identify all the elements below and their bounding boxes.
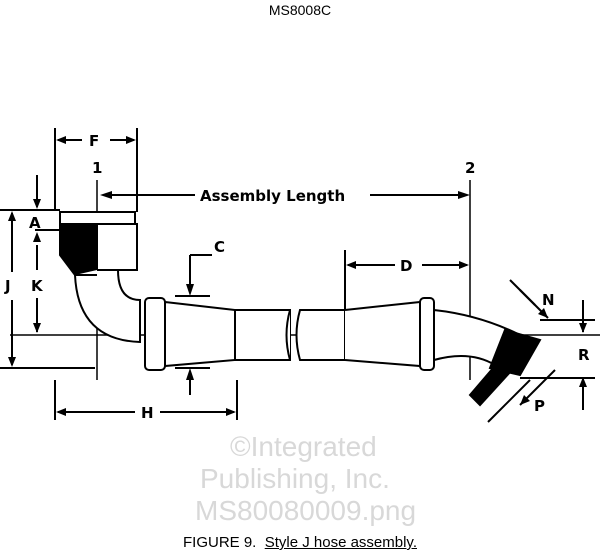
figure-caption: FIGURE 9. Style J hose assembly.: [0, 534, 600, 551]
caption-title: Style J hose assembly.: [264, 534, 417, 551]
svg-text:MS80080009.png: MS80080009.png: [195, 495, 416, 526]
caption-number: FIGURE 9.: [183, 534, 257, 551]
svg-text:K: K: [31, 277, 44, 295]
svg-text:Publishing, Inc.: Publishing, Inc.: [200, 463, 390, 494]
svg-text:©Integrated: ©Integrated: [230, 431, 377, 462]
svg-text:C: C: [214, 238, 225, 256]
svg-text:1: 1: [92, 159, 102, 177]
svg-text:A: A: [29, 214, 41, 232]
dimension-labels: F 1 Assembly Length 2 A J K C D N R P H: [4, 132, 590, 422]
svg-text:P: P: [534, 397, 545, 415]
svg-text:H: H: [141, 404, 154, 422]
svg-text:R: R: [578, 346, 590, 364]
svg-text:D: D: [400, 257, 412, 275]
svg-text:N: N: [542, 291, 555, 309]
document-id: MS8008C: [268, 2, 332, 18]
svg-text:Assembly Length: Assembly Length: [200, 187, 345, 205]
svg-text:2: 2: [465, 159, 475, 177]
svg-text:J: J: [4, 277, 11, 295]
svg-text:F: F: [89, 132, 99, 150]
hose-assembly: [59, 211, 542, 407]
watermark: ©Integrated Publishing, Inc. MS80080009.…: [195, 431, 416, 526]
arrowheads: [8, 136, 587, 416]
